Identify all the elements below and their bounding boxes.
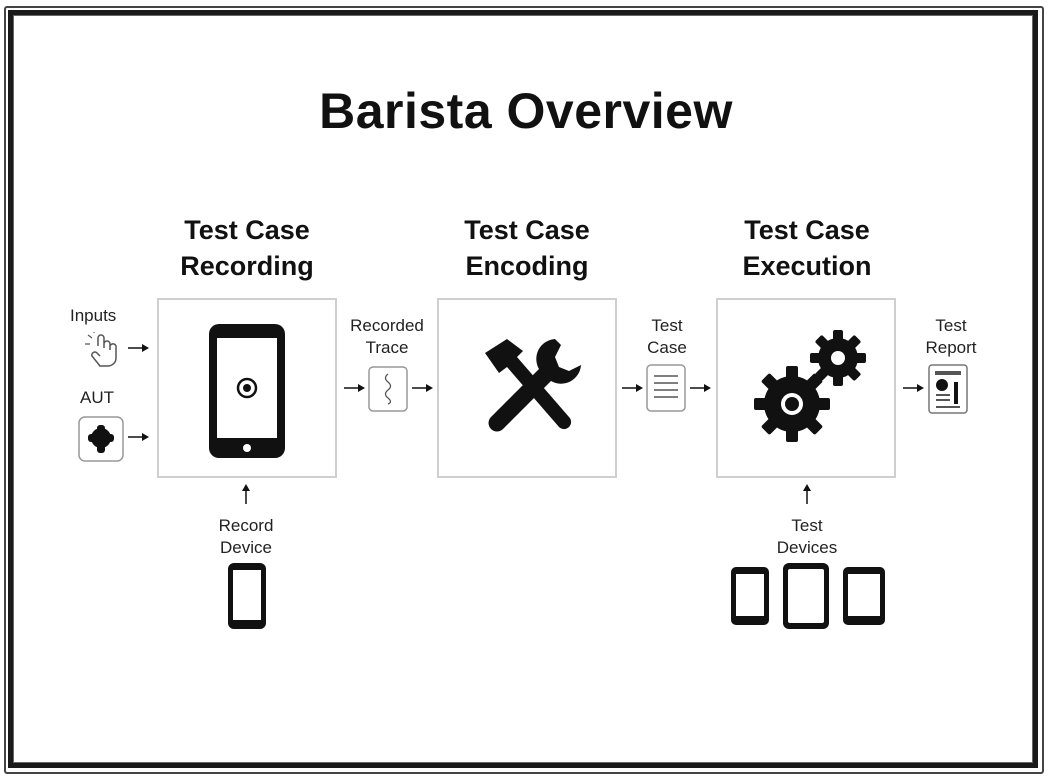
stage-title-encoding-line2: Encoding xyxy=(465,251,589,281)
stage-title-recording-line1: Test Case xyxy=(184,215,310,245)
stage-box-encoding xyxy=(437,298,617,478)
test-devices-label-line2: Devices xyxy=(776,538,838,557)
stage-title-encoding: Test Case Encoding xyxy=(407,212,647,284)
test-case-label-line2: Case xyxy=(647,338,687,357)
aut-arrow xyxy=(128,433,149,441)
test-case-document-icon xyxy=(646,364,686,412)
slide-title: Barista Overview xyxy=(319,83,733,139)
gears-icon xyxy=(754,330,866,442)
stage-title-recording: Test Case Recording xyxy=(127,212,367,284)
test-report-in-arrow xyxy=(903,384,924,392)
slide-frame xyxy=(8,10,1038,768)
android-robot-icon xyxy=(78,416,124,462)
stage-box-execution xyxy=(716,298,896,478)
test-report-label-line1: Test xyxy=(935,316,967,335)
recorded-trace-label-line1: Recorded xyxy=(350,316,424,335)
slide-outer-border xyxy=(4,6,1044,774)
test-devices-arrow xyxy=(803,484,811,504)
touch-hand-icon xyxy=(85,332,117,367)
test-case-label: Test Case xyxy=(632,315,702,359)
record-device-phone-icon xyxy=(228,563,266,629)
inputs-label: Inputs xyxy=(70,306,117,325)
test-devices-label: Test Devices xyxy=(767,515,847,559)
test-case-in-arrow xyxy=(622,384,643,392)
inputs-arrow xyxy=(128,344,149,352)
smartphone-record-icon xyxy=(209,324,285,458)
hammer-wrench-icon xyxy=(485,339,581,432)
trace-document-icon xyxy=(368,366,408,412)
record-device-label-line2: Device xyxy=(220,538,272,557)
test-device-tablet-icon xyxy=(843,567,885,625)
report-document-icon xyxy=(928,364,968,414)
test-device-tablet-large-icon xyxy=(783,563,829,629)
stage-box-recording xyxy=(157,298,337,478)
stage-title-encoding-line1: Test Case xyxy=(464,215,590,245)
test-devices-label-line1: Test xyxy=(791,516,823,535)
record-device-arrow xyxy=(242,484,250,504)
test-case-out-arrow xyxy=(690,384,711,392)
stage-title-execution-line1: Test Case xyxy=(744,215,870,245)
test-report-label-line2: Report xyxy=(925,338,977,357)
trace-in-arrow xyxy=(344,384,365,392)
recorded-trace-label: Recorded Trace xyxy=(342,315,432,359)
recorded-trace-label-line2: Trace xyxy=(365,338,409,357)
trace-out-arrow xyxy=(412,384,433,392)
record-device-label-line1: Record xyxy=(218,516,274,535)
record-device-label: Record Device xyxy=(206,515,286,559)
test-device-phone-icon xyxy=(731,567,769,625)
stage-title-recording-line2: Recording xyxy=(180,251,314,281)
aut-label: AUT xyxy=(80,388,114,407)
test-report-label: Test Report xyxy=(916,315,986,359)
stage-title-execution: Test Case Execution xyxy=(687,212,927,284)
test-case-label-line1: Test xyxy=(651,316,683,335)
stage-title-execution-line2: Execution xyxy=(742,251,872,281)
